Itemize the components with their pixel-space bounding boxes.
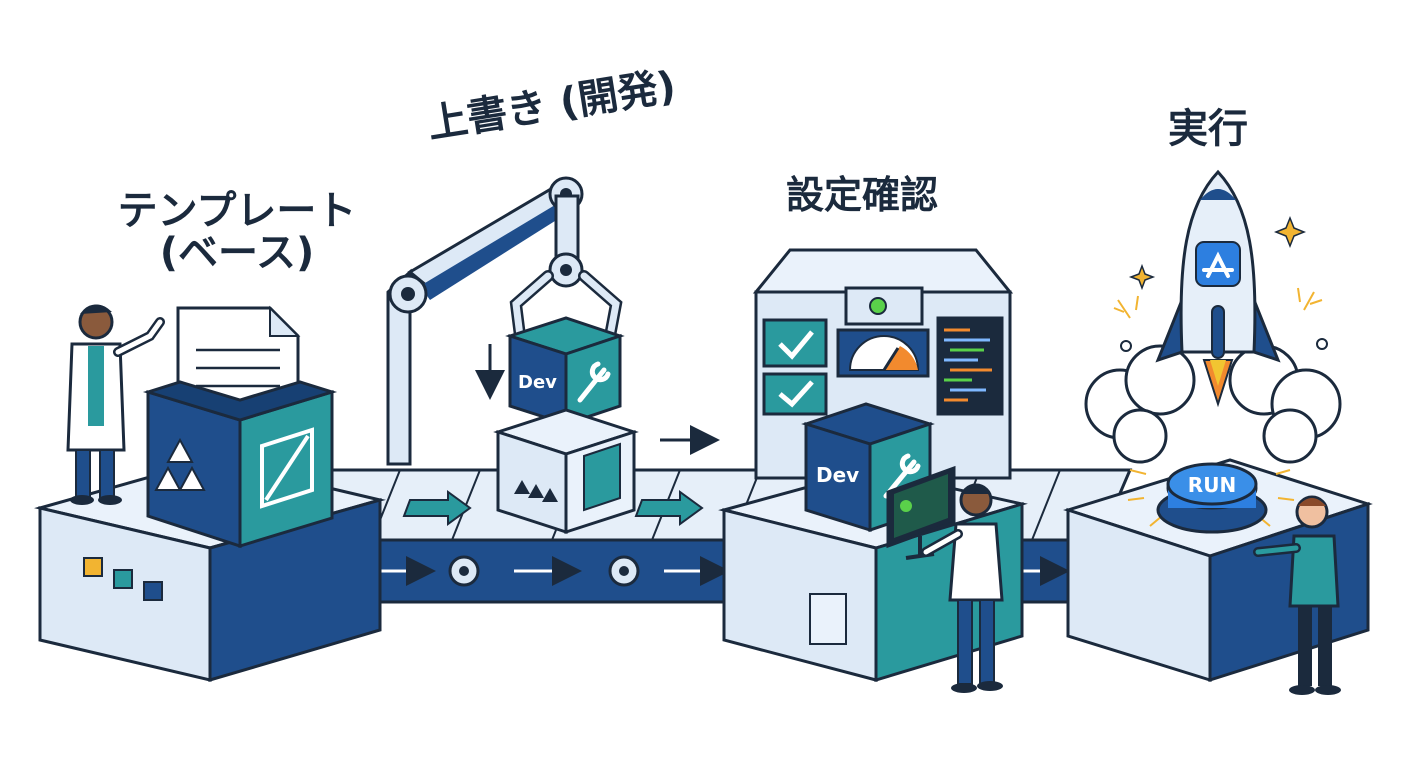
config-check-machine	[752, 248, 1014, 480]
dev-box-label-2: Dev	[816, 463, 859, 487]
code-panel-icon	[936, 316, 1004, 416]
dev-box-label: Dev	[518, 372, 557, 393]
stage-label-execute: 実行	[1168, 106, 1248, 152]
stage-label-config-check: 設定確認	[786, 173, 939, 217]
dev-box-held: Dev	[505, 316, 625, 427]
stage-label-template-line1: テンプレート	[117, 188, 357, 234]
rocket-icon	[1155, 169, 1281, 408]
run-button-label: RUN	[1188, 473, 1236, 497]
app-store-icon	[1195, 241, 1241, 287]
gauge-icon	[836, 328, 930, 378]
scientist-figure	[66, 304, 165, 505]
wrench-icon	[577, 361, 611, 403]
template-box-icon	[142, 380, 338, 549]
monitor-icon	[886, 465, 956, 560]
smoke-cloud	[1084, 344, 1342, 464]
firework-lines	[1113, 287, 1328, 352]
robot-arm-icon	[386, 176, 623, 466]
base-box	[493, 408, 639, 535]
operator-figure	[921, 483, 1004, 693]
run-button[interactable]: RUN	[1127, 462, 1295, 534]
stage-label-template: テンプレート (ベース)	[92, 190, 382, 274]
sparkle-icon	[1128, 215, 1307, 291]
checkmark-icon	[762, 318, 828, 416]
stage-label-template-line2: (ベース)	[159, 230, 315, 276]
launcher-figure	[1253, 495, 1341, 695]
